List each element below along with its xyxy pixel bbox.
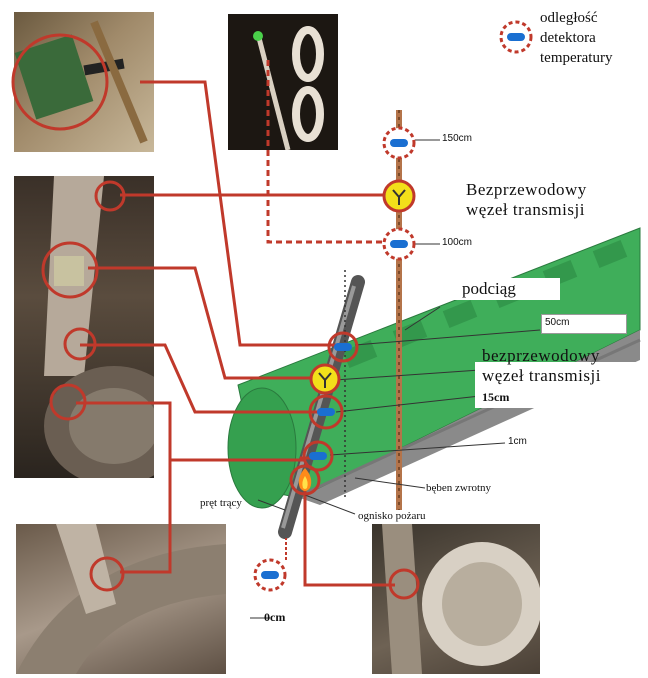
label-ognisko: ognisko pożaru: [358, 510, 426, 522]
label-node-mid-line2: węzeł transmisji: [482, 366, 601, 386]
label-0cm: 0cm: [264, 610, 285, 625]
label-50cm: 50cm: [545, 317, 569, 328]
sensor-15cm: [310, 396, 342, 428]
label-100cm: 100cm: [442, 237, 472, 248]
sensor-150cm: [384, 128, 414, 158]
wireless-node-top-icon: [384, 181, 414, 211]
label-podciag: podciąg: [462, 279, 516, 299]
sensor-100cm: [384, 229, 414, 259]
label-node-mid-line1: bezprzewodowy: [482, 346, 601, 366]
label-15cm: 15cm: [482, 390, 509, 405]
label-node-mid: bezprzewodowy węzeł transmisji: [482, 346, 601, 386]
label-1cm: 1cm: [508, 436, 527, 447]
sensor-0cm: [255, 560, 285, 590]
wireless-node-mid-icon: [311, 365, 339, 393]
label-beben: bęben zwrotny: [426, 482, 491, 494]
legend-line-2: detektora: [540, 28, 612, 48]
sensor-50cm: [329, 333, 357, 361]
label-node-top: Bezprzewodowy węzeł transmisji: [466, 180, 587, 220]
legend-line-1: odległość: [540, 8, 612, 28]
label-pret: pręt trący: [200, 497, 242, 509]
legend-sensor-icon: [501, 22, 531, 52]
label-150cm: 150cm: [442, 133, 472, 144]
label-node-top-line1: Bezprzewodowy: [466, 180, 587, 200]
legend-text: odległość detektora temperatury: [540, 8, 612, 68]
fire-icon: [291, 466, 319, 494]
label-node-top-line2: węzeł transmisji: [466, 200, 587, 220]
legend-line-3: temperatury: [540, 48, 612, 68]
